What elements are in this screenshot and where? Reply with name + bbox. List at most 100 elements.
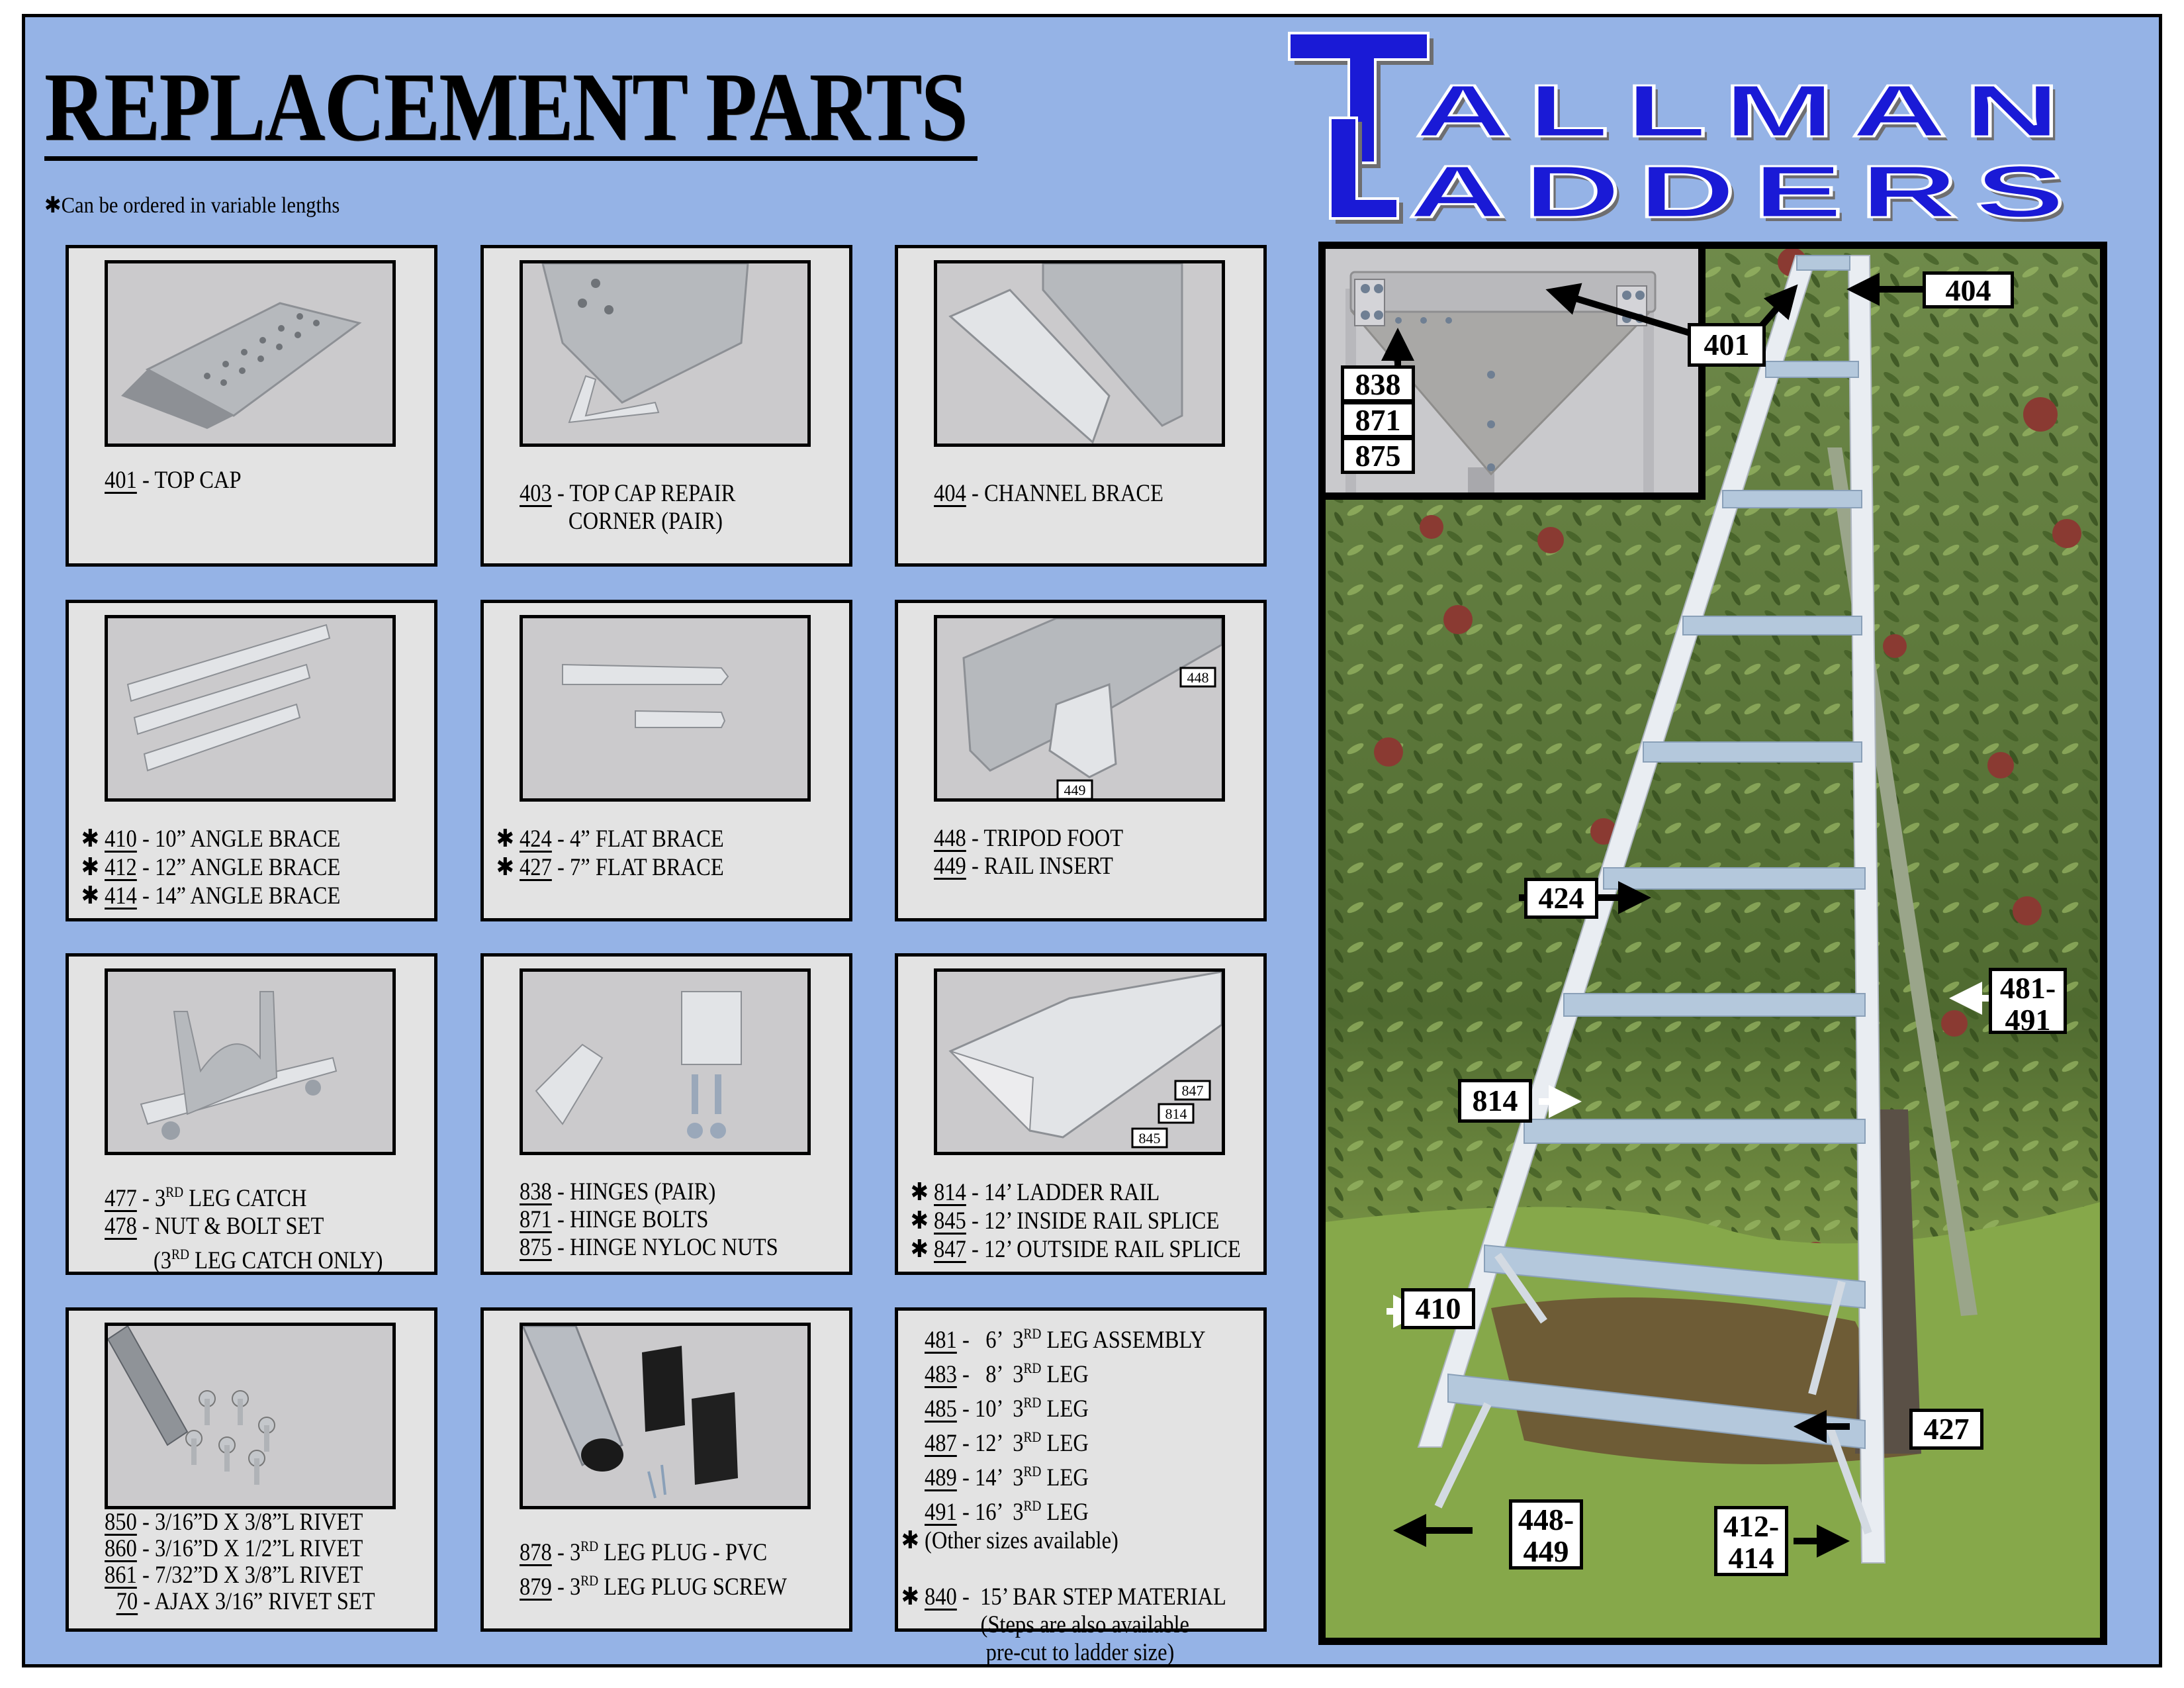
part-line: 401 - TOP CAP [105, 467, 242, 494]
part-line: (Steps are also available [925, 1611, 1226, 1639]
part-line: 403 - TOP CAP REPAIR [520, 480, 735, 508]
callout-412-414: 412- 414 [1714, 1506, 1788, 1576]
part-number: 412 [105, 854, 137, 881]
part-number: 861 [105, 1562, 137, 1589]
part-line: 448 - TRIPOD FOOT [934, 825, 1123, 853]
part-number: 485 [925, 1395, 957, 1423]
part-line: 878 - 3RD LEG PLUG - PVC [520, 1532, 787, 1567]
callout-814: 814 [1458, 1079, 1532, 1123]
part-name: CORNER (PAIR) [568, 508, 723, 535]
asterisk-icon: ✱ [901, 1526, 920, 1554]
title-underline [44, 156, 978, 161]
part-number: 850 [105, 1509, 137, 1536]
part-line: ✱814 - 14’ LADDER RAIL [911, 1178, 1241, 1207]
part-name: LEG [1041, 1464, 1089, 1491]
logo-line2-shadow: ADDERS [1412, 154, 2086, 224]
part-line: ✱410 - 10” ANGLE BRACE [81, 825, 341, 853]
part-photo [105, 968, 396, 1155]
ordinal-suffix: RD [165, 1184, 184, 1200]
asterisk-icon: ✱ [496, 824, 515, 853]
part-number: 403 [520, 480, 552, 507]
part-number: 449 [934, 853, 966, 880]
part-line: 483 - 8’ 3RD LEG [925, 1354, 1226, 1389]
part-number: 871 [520, 1206, 552, 1233]
asterisk-icon: ✱ [44, 192, 62, 218]
part-line: ✱427 - 7” FLAT BRACE [496, 853, 724, 882]
part-name: - HINGE NYLOC NUTS [551, 1234, 778, 1261]
part-line: 875 - HINGE NYLOC NUTS [520, 1234, 778, 1262]
part-line: 489 - 14’ 3RD LEG [925, 1458, 1226, 1492]
part-line: ✱412 - 12” ANGLE BRACE [81, 853, 341, 882]
part-name: LEG ASSEMBLY [1041, 1327, 1206, 1354]
top-cap-photo [108, 263, 392, 444]
part-line: 478 - NUT & BOLT SET [105, 1213, 383, 1241]
callout-424: 424 [1524, 878, 1598, 919]
part-number: 404 [934, 480, 966, 507]
flat-brace-photo [523, 618, 807, 798]
part-photo [105, 260, 396, 447]
photo-tag-847 [1174, 1080, 1211, 1101]
part-name: - TOP CAP REPAIR [551, 480, 736, 507]
part-line: ✱424 - 4” FLAT BRACE [496, 825, 724, 853]
ordinal-suffix: RD [1023, 1394, 1042, 1411]
ordinal-suffix: RD [1023, 1429, 1042, 1445]
part-description: 404 - CHANNEL BRACE [934, 480, 1163, 508]
part-name: - 3/16”D X 1/2”L RIVET [136, 1535, 363, 1562]
part-name: LEG [1041, 1430, 1089, 1457]
part-name: - NUT & BOLT SET [136, 1213, 324, 1240]
page-title: REPLACEMENT PARTS [44, 53, 968, 162]
hinges-photo [523, 972, 807, 1152]
part-line: 879 - 3RD LEG PLUG SCREW [520, 1567, 787, 1601]
part-line: 487 - 12’ 3RD LEG [925, 1423, 1226, 1458]
asterisk-icon: ✱ [81, 824, 100, 853]
ladder-photo-panel [1318, 242, 2107, 1645]
part-name: - 7/32”D X 3/8”L RIVET [136, 1562, 363, 1589]
part-number: 838 [520, 1178, 552, 1205]
part-number: 483 [925, 1361, 957, 1388]
part-line: ✱840 - 15’ BAR STEP MATERIAL [901, 1583, 1226, 1611]
part-number: 448 [934, 825, 966, 852]
part-number: 875 [520, 1234, 552, 1261]
part-line: (3RD LEG CATCH ONLY) [105, 1241, 383, 1275]
callout-871: 871 [1341, 401, 1415, 438]
ordinal-suffix: RD [1023, 1325, 1042, 1342]
part-name: - 7” FLAT BRACE [551, 854, 724, 881]
part-name: LEG [1041, 1395, 1089, 1423]
part-name: LEG [1041, 1499, 1089, 1526]
part-number: 477 [105, 1185, 137, 1212]
angle-brace-photo [108, 618, 392, 798]
part-name: - 14’ LADDER RAIL [966, 1179, 1160, 1206]
part-line: 404 - CHANNEL BRACE [934, 480, 1163, 508]
part-text-prefix: - 14’ 3 [956, 1464, 1024, 1491]
part-name: - HINGE BOLTS [551, 1206, 709, 1233]
part-name: - 10” ANGLE BRACE [136, 825, 341, 853]
callout-481-491: 481- 491 [1989, 968, 2067, 1036]
part-name: LEG CATCH [183, 1185, 307, 1212]
part-text-prefix: - 3 [551, 1573, 581, 1601]
part-line: CORNER (PAIR) [520, 508, 735, 536]
svg-text:845: 845 [1139, 1130, 1161, 1147]
asterisk-icon: ✱ [910, 1178, 929, 1206]
part-name: LEG CATCH ONLY) [189, 1247, 383, 1274]
part-name: pre-cut to ladder size) [980, 1639, 1175, 1666]
photo-tag-814 [1158, 1103, 1195, 1124]
part-line: 850 - 3/16”D X 3/8”L RIVET [105, 1509, 375, 1536]
part-line: 871 - HINGE BOLTS [520, 1206, 778, 1234]
part-number: 427 [520, 854, 552, 881]
variable-length-note: ✱Can be ordered in variable lengths [44, 192, 340, 218]
part-photo [105, 1323, 396, 1509]
part-line: ✱414 - 14” ANGLE BRACE [81, 882, 341, 910]
part-photo: 448 449 [934, 615, 1225, 802]
logo-line2: ADDERS [1408, 150, 2082, 224]
part-number: 410 [105, 825, 137, 853]
callout-404: 404 [1923, 271, 2014, 308]
part-line: 485 - 10’ 3RD LEG [925, 1389, 1226, 1423]
part-number: 860 [105, 1535, 137, 1562]
